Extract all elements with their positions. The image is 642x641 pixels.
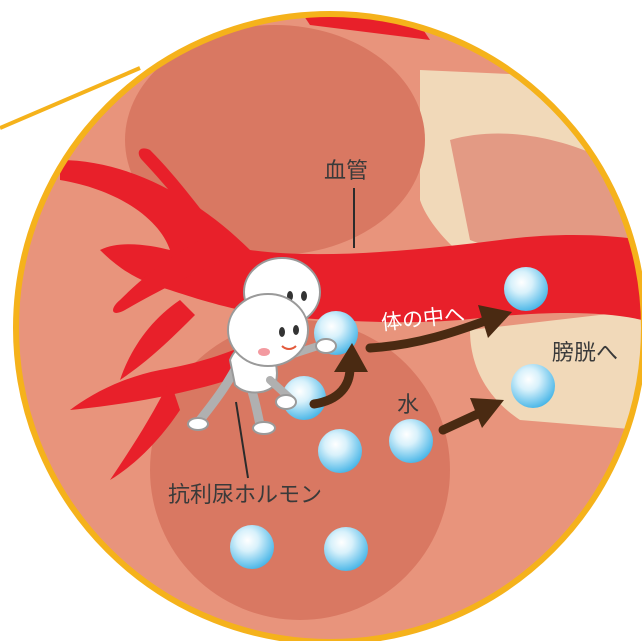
label-hormone: 抗利尿ホルモン	[168, 483, 322, 508]
label-to-bladder: 膀胱へ	[552, 341, 618, 366]
label-blood-vessel: 血管	[324, 159, 368, 184]
water-droplet	[324, 527, 368, 571]
water-droplet	[504, 267, 548, 311]
water-droplet	[511, 364, 555, 408]
water-droplet	[389, 419, 433, 463]
water-droplet	[230, 525, 274, 569]
water-droplet	[318, 429, 362, 473]
label-water: 水	[397, 393, 419, 418]
